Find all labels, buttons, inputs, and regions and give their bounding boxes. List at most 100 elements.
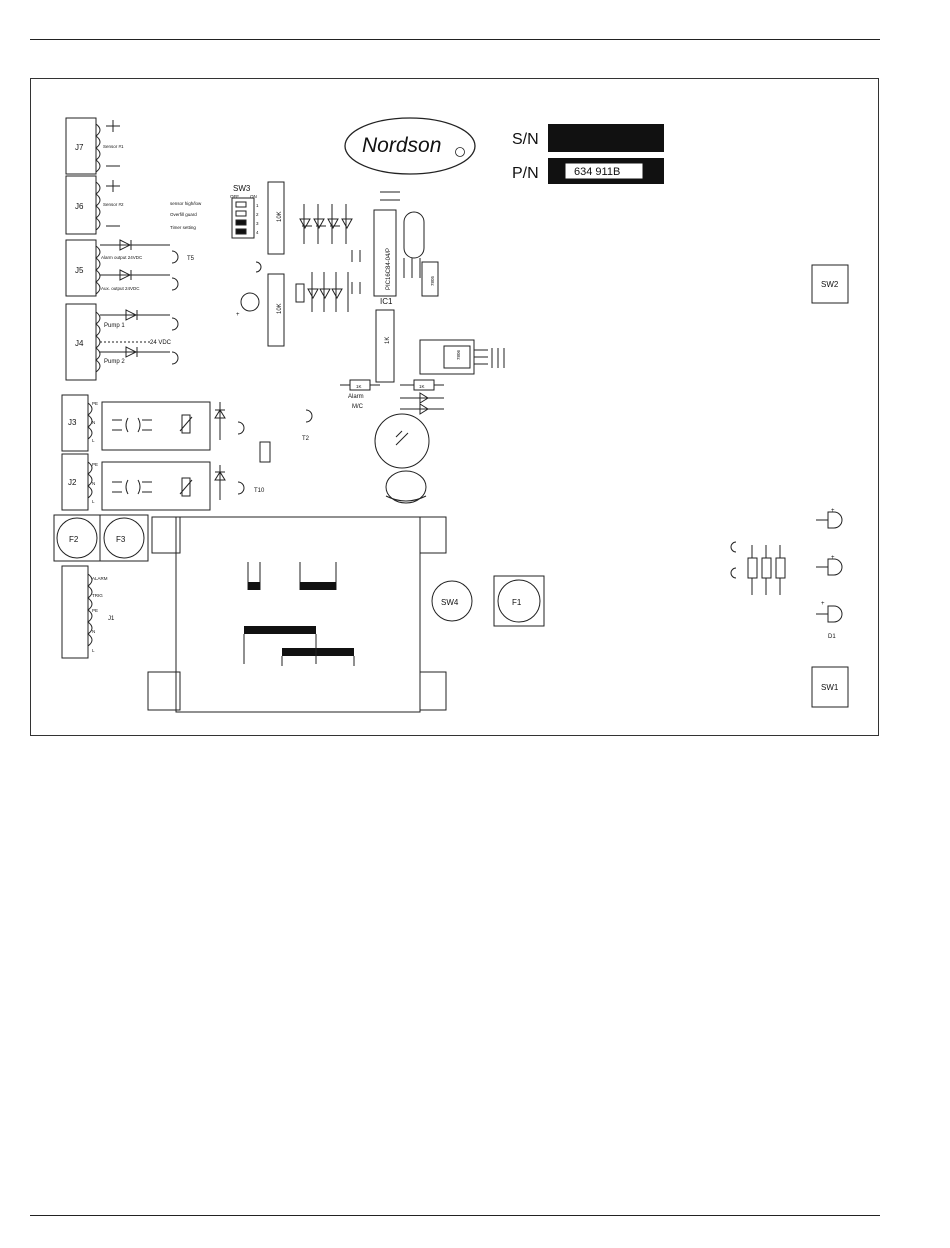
capacitor [240,292,260,312]
svg-text:J1: J1 [108,616,115,622]
svg-text:N: N [92,481,95,486]
diode-row-lower [295,272,349,312]
buzzer [385,470,427,504]
dip-switch-sw3: SW3 OFF ON 1 2 3 4 sensor high/low Overf… [170,184,259,239]
svg-text:PE: PE [92,401,98,406]
connector-j7: J7 Sensor #1 [65,117,124,175]
registered-mark-icon [455,147,465,157]
led-resistors [730,541,786,595]
svg-text:ON: ON [250,194,257,199]
svg-text:J2: J2 [68,478,77,487]
svg-text:J3: J3 [68,418,77,427]
svg-text:T2: T2 [302,436,310,442]
svg-text:24 VDC: 24 VDC [150,340,172,346]
connector-j4: J4 Pump 1 24 VDC Pump 2 [65,303,179,381]
svg-text:10K: 10K [277,303,283,314]
resistor-pack-10k-b: 10K [267,273,285,347]
svg-text:L: L [92,438,95,443]
svg-text:+: + [831,508,835,514]
alarm-mc-resistor: 1K Alarm M/C [340,379,380,410]
svg-text:+: + [821,601,825,607]
connector-j1: ALARM TRIG PE J1 N L [61,565,115,659]
svg-text:PE: PE [92,462,98,467]
small-resistor [259,441,271,463]
svg-text:TRIG: TRIG [92,593,103,598]
connector-j6: J6 Sensor #2 [65,175,124,235]
transistor-outline [255,261,262,273]
diode-pair: 1K [400,379,444,415]
transistor-t2 [305,409,313,423]
svg-text:1K: 1K [356,384,362,389]
svg-text:7805: 7805 [430,275,435,286]
svg-text:N: N [92,629,95,634]
part-number-box [564,162,644,180]
svg-text:10K: 10K [277,211,283,222]
svg-text:N: N [92,420,95,425]
switch-sw2: SW2 [811,264,849,304]
connector-j3: J3 PE N L [61,394,245,452]
svg-text:D1: D1 [828,634,836,640]
svg-text:sensor high/low: sensor high/low [170,201,202,206]
svg-text:F3: F3 [116,535,126,544]
small-jumpers [351,250,361,294]
svg-text:J6: J6 [75,202,84,211]
resistor-pack-10k-a: 10K [267,181,285,255]
connector-j5: J5 Alarm output 24VDC Aux. output 24VDC … [65,239,195,297]
fuse-f2: F2 [53,514,101,562]
svg-text:+: + [236,312,240,318]
ic1-microcontroller: PIC16C84-04/P IC1 [373,191,400,306]
svg-text:T10: T10 [254,488,265,494]
svg-text:1K: 1K [385,337,391,344]
svg-text:ALARM: ALARM [92,576,108,581]
svg-text:Pump 1: Pump 1 [104,323,125,329]
fuse-f3: F3 [99,514,149,562]
svg-text:L: L [92,648,95,653]
pn-label: P/N [512,165,539,182]
logo-text: Nordson [362,134,441,157]
svg-text:IC1: IC1 [380,297,393,306]
svg-text:Timer setting: Timer setting [170,225,196,230]
svg-text:T5: T5 [187,256,195,262]
svg-text:J7: J7 [75,143,84,152]
svg-text:2: 2 [256,212,259,217]
svg-text:Sensor #2: Sensor #2 [103,202,124,207]
top-rule [30,39,880,40]
transformer [147,516,447,713]
relay-1 [101,401,211,451]
svg-text:SW4: SW4 [441,598,459,607]
svg-text:F2: F2 [69,535,79,544]
svg-text:Alarm output 24VDC: Alarm output 24VDC [101,255,143,260]
relay-2 [101,461,211,511]
svg-text:M/C: M/C [352,404,364,410]
svg-text:+: + [831,555,835,561]
svg-text:Alarm: Alarm [348,394,364,400]
svg-text:Pump 2: Pump 2 [104,359,125,365]
sn-label: S/N [512,131,539,148]
svg-text:PIC16C84-04/P: PIC16C84-04/P [386,248,392,290]
board-frame [30,78,879,736]
svg-text:Overfill guard: Overfill guard [170,212,197,217]
svg-text:J5: J5 [75,266,84,275]
electrolytic-capacitor [374,413,430,469]
svg-text:Sensor #1: Sensor #1 [103,144,124,149]
svg-text:F1: F1 [512,598,522,607]
regulator-7806: 7806 [419,339,505,375]
part-number-value: 634 911B [574,166,620,178]
svg-text:3: 3 [256,221,259,226]
fuse-f1: F1 [493,575,545,627]
svg-text:SW1: SW1 [821,683,839,692]
svg-text:SW2: SW2 [821,280,839,289]
svg-text:OFF: OFF [230,194,239,199]
resistor-1k: 1K [375,309,395,383]
voltage-regulator [421,261,439,297]
svg-text:Aux. output 24VDC: Aux. output 24VDC [101,286,140,291]
svg-text:4: 4 [256,230,259,235]
serial-number-field [548,124,664,152]
svg-text:1: 1 [256,203,259,208]
nordson-logo [344,117,476,175]
svg-text:SW3: SW3 [233,184,251,193]
svg-text:7806: 7806 [456,349,461,360]
led-group: + + + D1 [816,508,843,640]
bottom-rule [30,1215,880,1216]
